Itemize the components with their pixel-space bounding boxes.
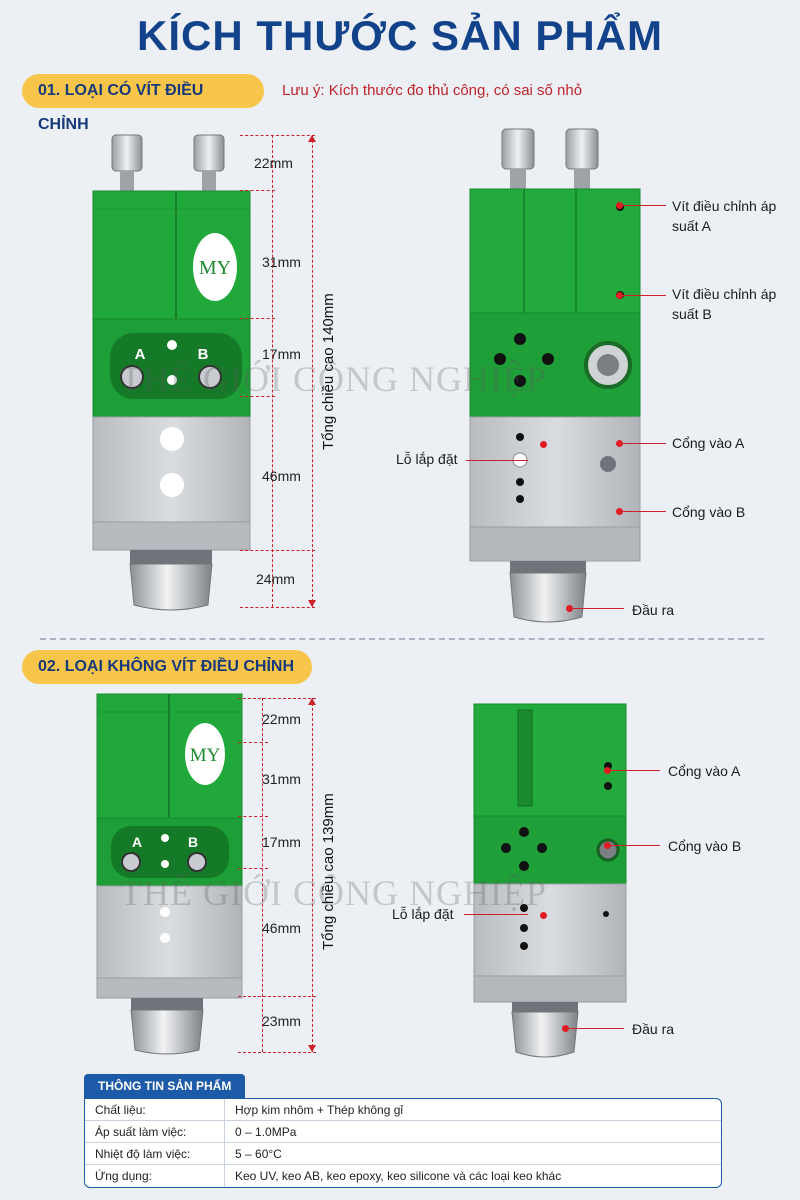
callout-screw-a: Vít điều chỉnh áp suất A bbox=[672, 198, 777, 234]
table-row: Nhiệt độ làm việc: 5 – 60°C bbox=[85, 1143, 721, 1165]
page-title: KÍCH THƯỚC SẢN PHẨM bbox=[137, 12, 663, 59]
product-info-heading: THÔNG TIN SẢN PHẨM bbox=[84, 1074, 246, 1098]
product-info-panel: THÔNG TIN SẢN PHẨM Chất liệu: Hợp kim nh… bbox=[84, 1074, 722, 1188]
dim-body-height: 46mm bbox=[262, 468, 301, 484]
valve-side-view-adjustable bbox=[469, 128, 641, 623]
dim-knob-height: 22mm bbox=[254, 155, 293, 171]
callout-mount-2: Lỗ lắp đặt bbox=[392, 906, 454, 922]
dim-top-height-2: 22mm bbox=[262, 711, 301, 727]
table-row: Chất liệu: Hợp kim nhôm + Thép không gỉ bbox=[85, 1099, 721, 1121]
port-a-label-2: A bbox=[132, 834, 142, 850]
table-row: Ứng dụng: Keo UV, keo AB, keo epoxy, keo… bbox=[85, 1165, 721, 1187]
adjust-screw-b-side bbox=[565, 128, 599, 189]
section1-badge: 01. LOẠI CÓ VÍT ĐIỀU CHỈNH bbox=[22, 74, 264, 133]
callout-inlet-b-2: Cổng vào B bbox=[668, 838, 742, 854]
dim-upper-height-2: 31mm bbox=[262, 771, 301, 787]
dim-outlet-height-2: 23mm bbox=[262, 1013, 301, 1029]
row-value: Hợp kim nhôm + Thép không gỉ bbox=[235, 1103, 404, 1117]
table-row: Áp suất làm việc: 0 – 1.0MPa bbox=[85, 1121, 721, 1143]
valve-side-view-fixed bbox=[473, 703, 627, 1058]
port-b-label-2: B bbox=[188, 834, 198, 850]
dim-upper-height: 31mm bbox=[262, 254, 301, 270]
dim-body-height-2: 46mm bbox=[262, 920, 301, 936]
row-value: 5 – 60°C bbox=[235, 1147, 282, 1161]
adjust-screw-a bbox=[111, 134, 143, 191]
row-key: Áp suất làm việc: bbox=[85, 1121, 225, 1142]
dim-middle-height: 17mm bbox=[262, 346, 301, 362]
callout-screw-b: Vít điều chỉnh áp suất B bbox=[672, 286, 777, 322]
row-key: Nhiệt độ làm việc: bbox=[85, 1143, 225, 1164]
callout-inlet-a-1: Cổng vào A bbox=[672, 435, 745, 451]
valve-front-view-adjustable: MY A B bbox=[92, 134, 251, 611]
adjust-screw-a-side bbox=[501, 128, 535, 189]
dim-middle-height-2: 17mm bbox=[262, 834, 301, 850]
callout-outlet-1: Đầu ra bbox=[632, 602, 675, 618]
row-value: Keo UV, keo AB, keo epoxy, keo silicone … bbox=[235, 1169, 562, 1183]
callout-inlet-a-2: Cổng vào A bbox=[668, 763, 741, 779]
callout-inlet-b-1: Cổng vào B bbox=[672, 504, 746, 520]
product-info-table: Chất liệu: Hợp kim nhôm + Thép không gỉ … bbox=[84, 1098, 722, 1188]
logo-text: MY bbox=[199, 257, 231, 279]
valve-front-view-fixed: MY A B bbox=[96, 693, 243, 1055]
callout-outlet-2: Đầu ra bbox=[632, 1021, 675, 1037]
watermark-1: THẾ GIỚI CÔNG NGHIỆP bbox=[120, 359, 547, 399]
row-key: Chất liệu: bbox=[85, 1099, 225, 1120]
logo-text-2: MY bbox=[190, 745, 221, 766]
section-divider bbox=[40, 638, 764, 640]
row-value: 0 – 1.0MPa bbox=[235, 1125, 297, 1139]
adjust-screw-b bbox=[193, 134, 225, 191]
port-a-label: A bbox=[135, 346, 146, 363]
port-b-label: B bbox=[198, 346, 209, 363]
measurement-note: Lưu ý: Kích thước đo thủ công, có sai số… bbox=[282, 82, 583, 99]
callout-mount-1: Lỗ lắp đặt bbox=[396, 451, 458, 467]
watermark-2: THẾ GIỚI CÔNG NGHIỆP bbox=[120, 873, 547, 913]
row-key: Ứng dụng: bbox=[85, 1165, 225, 1187]
dim-outlet-height: 24mm bbox=[256, 571, 295, 587]
section2-badge: 02. LOẠI KHÔNG VÍT ĐIỀU CHỈNH bbox=[22, 650, 312, 684]
